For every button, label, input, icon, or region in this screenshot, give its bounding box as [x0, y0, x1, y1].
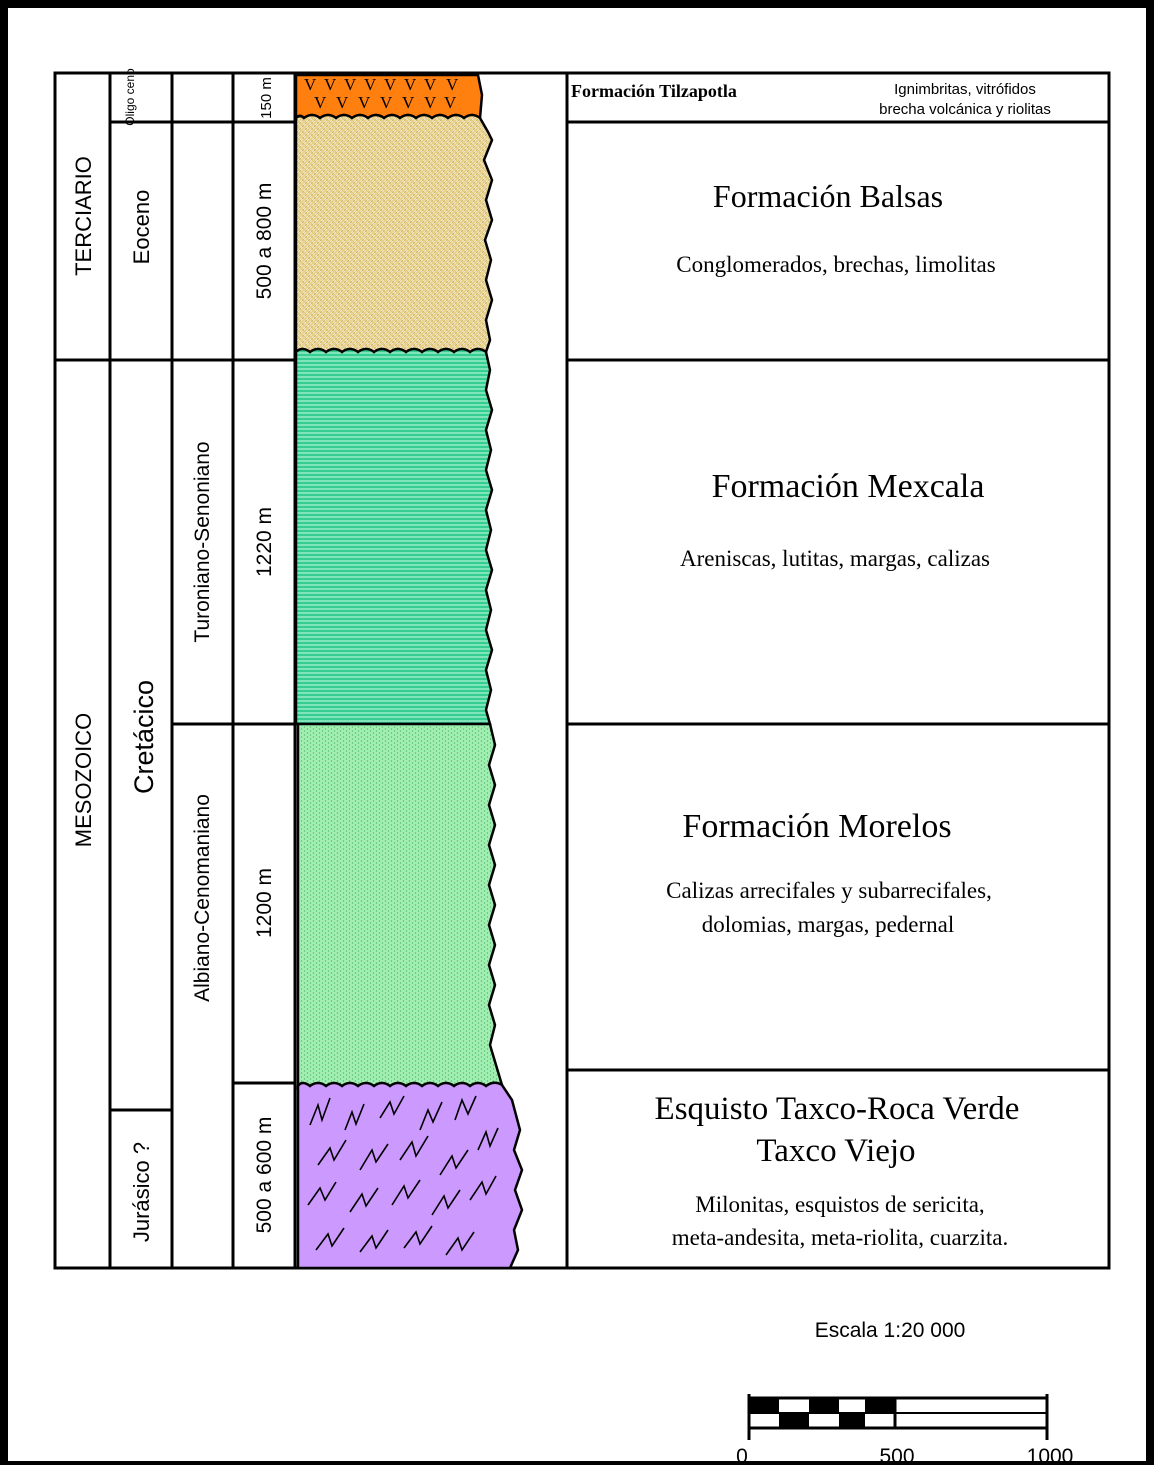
formation-taxco-desc-2: meta-andesita, meta-riolita, cuarzita. [672, 1225, 1009, 1250]
formation-balsas-desc: Conglomerados, brechas, limolitas [676, 252, 995, 277]
formation-morelos: Formación Morelos Calizas arrecifales y … [666, 808, 992, 937]
svg-text:V: V [424, 93, 437, 112]
thickness-tilzapotla: 150 m [258, 77, 275, 119]
layer-balsas [296, 115, 492, 352]
formation-balsas: Formación Balsas Conglomerados, brechas,… [676, 178, 995, 277]
scale-label: Escala 1:20 000 [815, 1319, 966, 1342]
formation-morelos-desc-1: Calizas arrecifales y subarrecifales, [666, 878, 992, 903]
period-column: Oligo ceno Eoceno Cretácico Jurásico ? [123, 68, 159, 1242]
formation-taxco-desc-1: Milonitas, esquistos de sericita, [695, 1192, 984, 1217]
formation-tilzapotla-desc-2: brecha volcánica y riolitas [879, 101, 1051, 118]
formation-taxco: Esquisto Taxco-Roca Verde Taxco Viejo Mi… [655, 1091, 1020, 1250]
era-mesozoico: MESOZOICO [71, 713, 96, 847]
thickness-column: 150 m 500 a 800 m 1220 m 1200 m 500 a 60… [253, 77, 276, 1233]
svg-text:V: V [424, 75, 437, 94]
period-jurasico: Jurásico ? [129, 1142, 154, 1242]
thickness-morelos: 1200 m [253, 868, 276, 938]
svg-text:V: V [336, 93, 349, 112]
formation-morelos-desc-2: dolomias, margas, pedernal [702, 912, 955, 937]
svg-text:V: V [380, 93, 393, 112]
svg-text:V: V [314, 93, 327, 112]
svg-text:V: V [404, 75, 417, 94]
formation-tilzapotla-desc-1: Ignimbritas, vitrófidos [894, 81, 1036, 98]
svg-text:V: V [402, 93, 415, 112]
thickness-mexcala: 1220 m [253, 507, 276, 577]
formation-taxco-name-1: Esquisto Taxco-Roca Verde [655, 1091, 1020, 1127]
stage-albiano: Albiano-Cenomaniano [191, 794, 214, 1002]
layer-morelos [298, 724, 502, 1086]
era-terciario: TERCIARIO [71, 156, 96, 276]
period-cretacico: Cretácico [129, 680, 159, 794]
scale-bar: Escala 1:20 000 0 500 1000 [736, 1319, 1073, 1465]
formation-tilzapotla-name: Formación Tilzapotla [571, 81, 737, 101]
scale-tick-500: 500 [879, 1445, 914, 1465]
period-oligoceno: Oligo ceno [123, 68, 137, 126]
layer-mexcala [296, 349, 492, 724]
formation-morelos-name: Formación Morelos [682, 808, 951, 845]
svg-text:V: V [384, 75, 397, 94]
svg-text:V: V [444, 93, 457, 112]
svg-text:V: V [446, 75, 459, 94]
period-eoceno: Eoceno [129, 190, 154, 265]
svg-text:V: V [304, 75, 317, 94]
formation-taxco-name-2: Taxco Viejo [756, 1133, 915, 1169]
stage-column: Turoniano-Senoniano Albiano-Cenomaniano [191, 441, 214, 1002]
formation-mexcala-name: Formación Mexcala [712, 468, 985, 505]
svg-text:V: V [358, 93, 371, 112]
svg-text:V: V [344, 75, 357, 94]
svg-text:V: V [364, 75, 377, 94]
scale-tick-0: 0 [736, 1445, 748, 1465]
scale-tick-1000: 1000 [1027, 1445, 1074, 1465]
formation-mexcala: Formación Mexcala Areniscas, lutitas, ma… [680, 468, 990, 571]
stage-turoniano: Turoniano-Senoniano [191, 441, 214, 642]
thickness-balsas: 500 a 800 m [253, 183, 276, 300]
formation-balsas-name: Formación Balsas [713, 178, 943, 214]
thickness-taxco: 500 a 600 m [253, 1117, 276, 1234]
formation-tilzapotla: Formación Tilzapotla Ignimbritas, vitróf… [571, 81, 1051, 118]
era-column: TERCIARIO MESOZOICO [71, 156, 96, 847]
svg-text:V: V [324, 75, 337, 94]
formation-mexcala-desc: Areniscas, lutitas, margas, calizas [680, 546, 990, 571]
